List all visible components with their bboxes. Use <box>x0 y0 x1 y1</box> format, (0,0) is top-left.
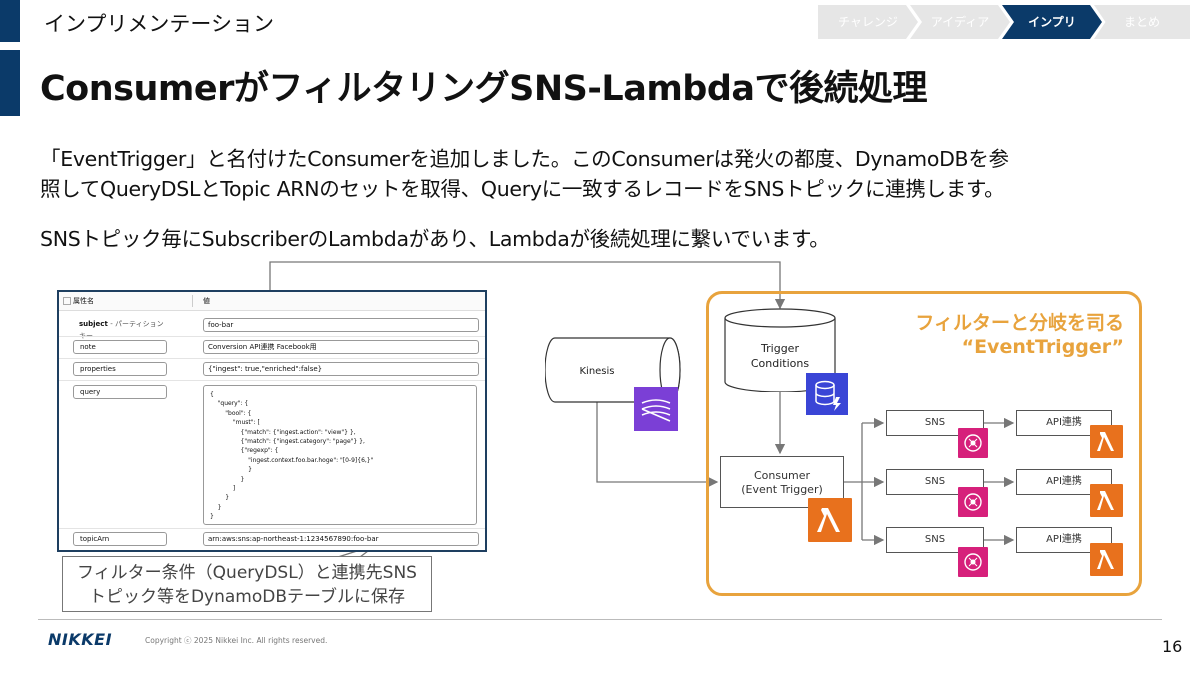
section-label: インプリメンテーション <box>44 12 274 36</box>
dynamodb-table-screenshot: 属性名 値 subject - パーティションキー foo-bar note C… <box>57 290 487 552</box>
slide-title: ConsumerがフィルタリングSNS-Lambdaで後続処理 <box>40 69 928 109</box>
nikkei-logo: NIKKEI <box>48 630 113 649</box>
row-label-note[interactable]: note <box>73 340 167 354</box>
value-query[interactable]: { "query": { "bool": { "must": [ {"match… <box>203 385 477 525</box>
svg-text:Conditions: Conditions <box>751 357 809 370</box>
step-challenge[interactable]: チャレンジ <box>818 5 918 39</box>
sns-icon <box>958 547 988 577</box>
col-attribute-name: 属性名 <box>73 297 94 305</box>
sns-icon <box>958 428 988 458</box>
eventtrigger-title: フィルターと分岐を司る “EventTrigger” <box>915 312 1124 358</box>
kinesis-to-consumer-arrow <box>596 400 719 488</box>
value-properties[interactable]: {"ingest": true,"enriched":false} <box>203 362 479 376</box>
page-number: 16 <box>1162 637 1183 656</box>
lambda-icon <box>1090 484 1123 517</box>
lambda-icon <box>1090 425 1123 458</box>
table-caption: フィルター条件（QueryDSL）と連携先SNS トピック等をDynamoDBテ… <box>62 556 432 612</box>
kinesis-icon <box>634 387 678 431</box>
body-line-2: 照してQueryDSLとTopic ARNのセットを取得、Queryに一致するレ… <box>40 177 1005 201</box>
row-label-subject: subject - パーティションキー <box>73 318 165 340</box>
query-code: { "query": { "bool": { "must": [ {"match… <box>210 391 374 521</box>
body-line-3: SNSトピック毎にSubscriberのLambdaがあり、Lambdaが後続処… <box>40 227 830 251</box>
copyright: Copyright ⓒ 2025 Nikkei Inc. All rights … <box>145 636 328 645</box>
lambda-icon <box>808 498 852 542</box>
step-summary[interactable]: まとめ <box>1094 5 1190 39</box>
lambda-icon <box>1090 543 1123 576</box>
accent-bar-title <box>0 50 20 116</box>
sns-icon <box>958 487 988 517</box>
footer-divider <box>38 619 1162 620</box>
value-topicarn[interactable]: arn:aws:sns:ap-northeast-1:1234567890:fo… <box>203 532 479 546</box>
eventtrigger-group <box>706 291 1142 596</box>
body-line-1: 「EventTrigger」と名付けたConsumerを追加しました。このCon… <box>40 147 1009 171</box>
kinesis-label: Kinesis <box>579 366 614 377</box>
progress-steps: チャレンジ アイディア インプリ まとめ <box>818 5 1190 39</box>
col-value: 値 <box>203 297 210 305</box>
table-to-trigger-line <box>269 261 786 310</box>
value-subject[interactable]: foo-bar <box>203 318 479 332</box>
dynamodb-icon <box>806 373 848 415</box>
select-all-checkbox[interactable] <box>63 297 71 305</box>
table-header: 属性名 値 <box>59 292 485 311</box>
row-label-query[interactable]: query <box>73 385 167 399</box>
row-label-topicarn[interactable]: topicArn <box>73 532 167 546</box>
accent-bar-top <box>0 0 20 42</box>
value-note[interactable]: Conversion API連携 Facebook用 <box>203 340 479 354</box>
step-implementation[interactable]: インプリ <box>1002 5 1102 39</box>
row-label-properties[interactable]: properties <box>73 362 167 376</box>
api-integration-1: API連携 <box>1016 410 1112 436</box>
step-idea[interactable]: アイディア <box>910 5 1010 39</box>
svg-text:Trigger: Trigger <box>760 342 799 355</box>
